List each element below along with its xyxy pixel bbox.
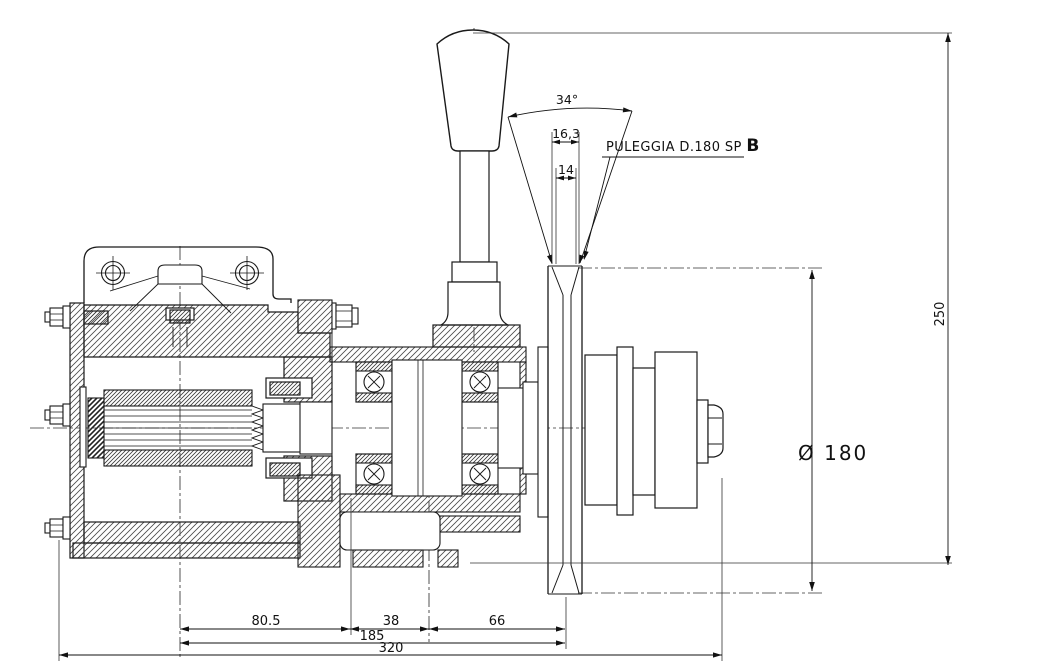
base-pocket: [339, 511, 441, 551]
lever-knob: [436, 29, 510, 152]
extension-lines: [58, 32, 952, 661]
spline-teeth-end: [250, 405, 265, 451]
retainer-plate: [79, 386, 87, 468]
seal-lower-core: [269, 462, 301, 477]
spline-sleeve-top: [103, 389, 253, 407]
rotor-spline-shaft: [79, 386, 333, 468]
clamp-plug: [169, 309, 191, 324]
spline-hub-block: [87, 397, 105, 459]
shaft-nut: [707, 404, 724, 458]
stud-thread: [83, 310, 109, 325]
bracket-bend-lines: [109, 275, 251, 314]
collar-split-lines: [417, 360, 424, 496]
shaft-seal-section: [299, 401, 333, 455]
pulley-label-bold: B: [746, 136, 759, 156]
dim-text-16-3: 16,3: [552, 126, 580, 141]
pulley-leader-line: [583, 156, 611, 260]
angle-sides-34: [507, 110, 633, 264]
groove-top: [551, 266, 580, 296]
pulley-hub: [584, 346, 724, 516]
lever-bell: [438, 281, 509, 326]
ext-groove-outer-width: [551, 132, 580, 264]
shaft-washer: [696, 399, 709, 464]
ext-groove-pitch-width: [555, 168, 577, 264]
dim-text-66: 66: [489, 614, 506, 629]
bearing-front-top: [355, 361, 393, 403]
top-wall: [83, 304, 331, 358]
lever-flange: [432, 324, 521, 348]
bolt-middle: [44, 403, 71, 427]
bottom-wall: [83, 521, 301, 544]
pulley-label-main: PULEGGIA D.180 SP: [606, 140, 746, 155]
hub-step: [632, 367, 656, 496]
groove-root-lines: [562, 295, 572, 565]
shaft-step-2: [522, 381, 539, 475]
foot-left: [352, 549, 424, 568]
spline-teeth-lines: [104, 409, 252, 447]
dim-text-80-5: 80.5: [252, 614, 281, 629]
lever-step: [451, 261, 498, 283]
bracket-outline: [83, 246, 292, 303]
mounting-bracket: [83, 246, 292, 314]
shaft-neck: [262, 403, 305, 453]
bearing-rear-top: [461, 361, 499, 403]
gear-lever: [432, 29, 521, 348]
flange-boss: [297, 299, 333, 334]
dimension-lines: [59, 33, 949, 656]
dim-text-angle: 34°: [556, 92, 578, 107]
pulley-rim-edges: [547, 266, 583, 594]
seal-upper-core: [269, 381, 301, 396]
dim-text-diameter: Ø 180: [798, 441, 868, 465]
hub-flange: [616, 346, 634, 516]
hub-ring: [584, 354, 618, 506]
bolt-top: [44, 305, 71, 329]
fixing-bolts: [44, 305, 71, 540]
dim-text-185: 185: [360, 629, 385, 644]
bearing-housing: [297, 299, 549, 568]
dim-text-320: 320: [379, 641, 404, 656]
dim-arc-34: [507, 107, 633, 118]
clamp-slot: [172, 327, 188, 347]
bracket-tab: [157, 264, 203, 285]
dim-text-38: 38: [383, 614, 400, 629]
pulley-flange-disc: [537, 346, 549, 518]
shaft-collar: [391, 359, 463, 497]
hole-right-crosshair: [230, 256, 264, 290]
bearing-front-bottom: [355, 453, 393, 495]
hole-left-crosshair: [96, 256, 130, 290]
motor-body: [69, 300, 333, 559]
dimension-arrows: [59, 33, 951, 658]
dim-text-250: 250: [933, 302, 948, 327]
lever-stem: [459, 150, 490, 263]
spline-sleeve-bottom: [103, 449, 253, 467]
shaft-step-1: [497, 387, 524, 469]
housing-bottom-wall: [339, 493, 521, 513]
housing-base-block: [297, 474, 341, 568]
bearing-rear-bottom: [461, 453, 499, 495]
hub-block: [654, 351, 698, 509]
foot-plate: [72, 542, 301, 559]
housing-lower-flange: [439, 515, 521, 533]
pulley-rim-faces: [548, 265, 582, 595]
pulley-label: PULEGGIA D.180 SP B: [606, 136, 759, 156]
v-belt-pulley: [547, 265, 583, 595]
dim-text-14: 14: [558, 162, 574, 177]
bolt-bottom: [44, 516, 71, 540]
groove-bottom: [551, 564, 580, 594]
flange-nut: [331, 302, 359, 330]
foot-right: [437, 549, 459, 568]
